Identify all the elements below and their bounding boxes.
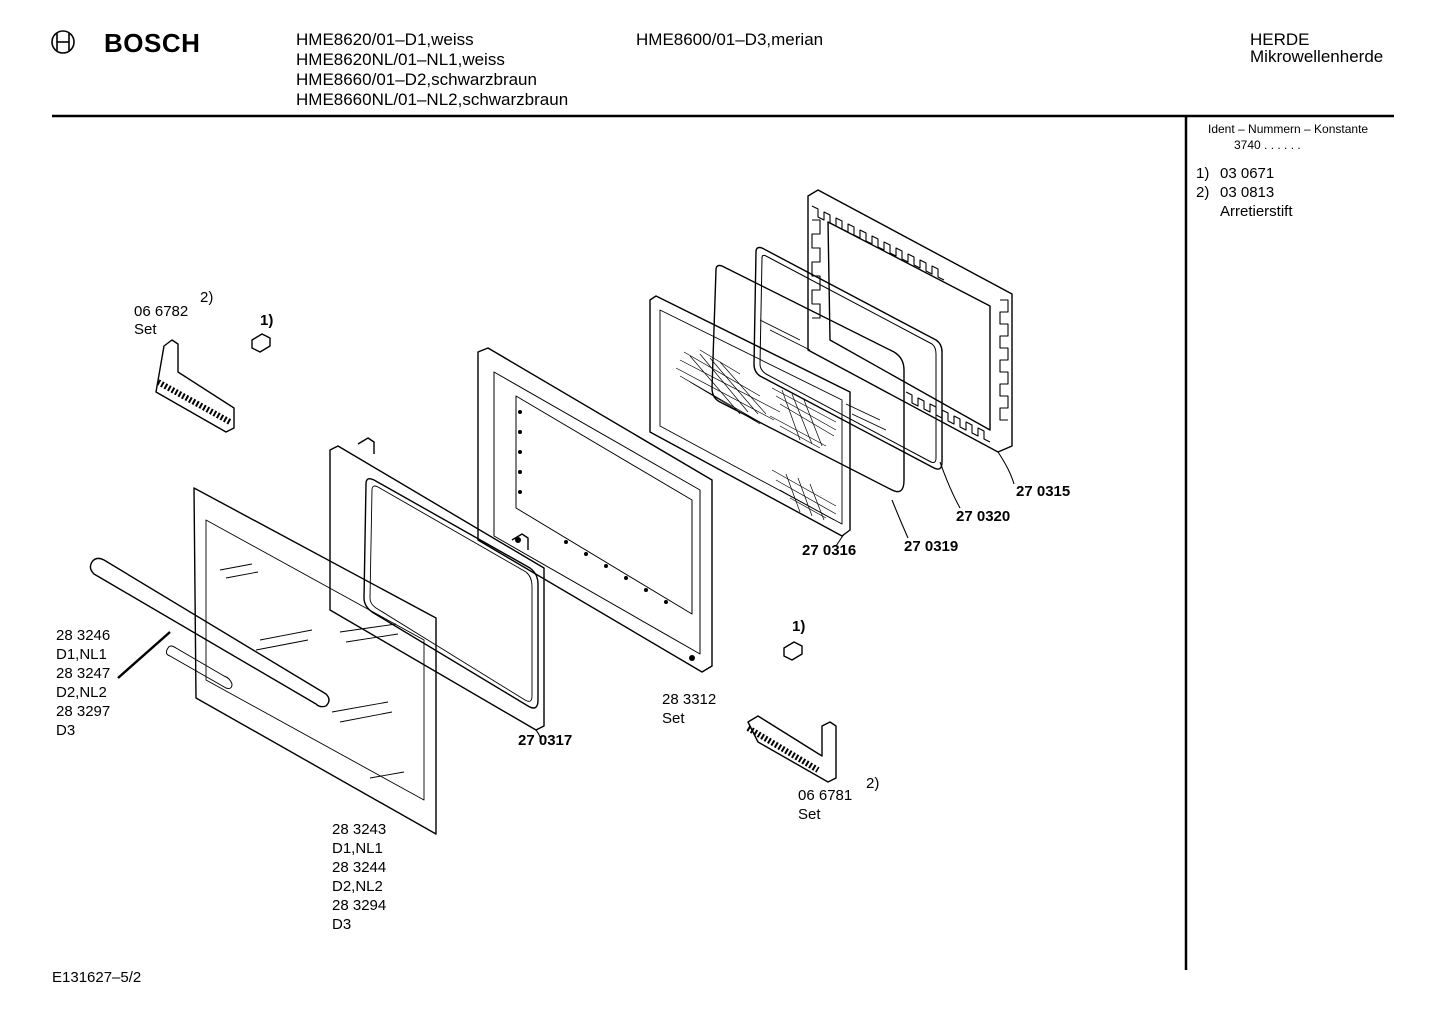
- door-frame-number: 28 3312: [662, 691, 717, 708]
- gasket-frame-number: 27 0317: [518, 732, 573, 749]
- document-code: E131627–5/2: [52, 969, 142, 986]
- seal-ring-part: [753, 246, 943, 470]
- outer-glass-line: 28 3244: [332, 859, 387, 876]
- category-subtitle: Mikrowellenherde: [1250, 47, 1384, 66]
- handle-label: 28 3246 D1,NL1 28 3247 D2,NL2 28 3297 D3: [56, 626, 110, 740]
- right-pin-note: 1): [792, 618, 806, 635]
- outer-glass-part: [193, 487, 437, 835]
- category-block: HERDE Mikrowellenherde: [1250, 30, 1383, 67]
- right-hinge-sub: Set: [798, 806, 821, 823]
- right-hinge-note: 2): [866, 775, 880, 792]
- choke-frame-number: 27 0315: [1016, 483, 1071, 500]
- model-item: HME8600/01–D3,merian: [636, 30, 824, 49]
- outer-glass-line: 28 3243: [332, 821, 387, 838]
- model-item: HME8660/01–D2,schwarzbraun: [296, 70, 537, 89]
- outer-glass-line: D1,NL1: [332, 840, 383, 857]
- mesh-panel-part: [649, 295, 851, 537]
- left-hinge-sub: Set: [134, 321, 157, 338]
- outer-glass-line: D2,NL2: [332, 878, 383, 895]
- handle-part: [89, 557, 330, 708]
- seal-ring-number: 27 0320: [956, 508, 1011, 525]
- glass-panel-part: [711, 264, 905, 493]
- outer-glass-label: 28 3243 D1,NL1 28 3244 D2,NL2 28 3294 D3: [332, 820, 386, 934]
- bosch-armature-icon: [51, 30, 75, 54]
- notes-list: 1)03 0671 2)03 0813 Arretierstift: [1196, 164, 1293, 221]
- left-pin-part: [251, 333, 271, 353]
- handle-line: 28 3246: [56, 627, 111, 644]
- model-item: HME8620NL/01–NL1,weiss: [296, 50, 505, 69]
- handle-line: D1,NL1: [56, 646, 107, 663]
- category-title: HERDE: [1250, 30, 1310, 49]
- note-item: 1)03 0671: [1196, 165, 1275, 182]
- handle-line: D2,NL2: [56, 684, 107, 701]
- outer-glass-line: 28 3294: [332, 897, 387, 914]
- model-list-2: HME8600/01–D3,merian: [636, 30, 823, 50]
- left-hinge-part: [155, 339, 235, 433]
- brand-name: BOSCH: [104, 28, 201, 58]
- left-pin-note: 1): [260, 312, 274, 329]
- outer-glass-line: D3: [332, 916, 352, 933]
- model-list-1: HME8620/01–D1,weiss HME8620NL/01–NL1,wei…: [296, 30, 568, 110]
- handle-line: 28 3247: [56, 665, 111, 682]
- door-frame-sub: Set: [662, 710, 685, 727]
- right-hinge-number: 06 6781: [798, 787, 853, 804]
- model-item: HME8660NL/01–NL2,schwarzbraun: [296, 90, 569, 109]
- gasket-frame-part: [329, 437, 545, 731]
- door-frame-part: [477, 347, 713, 673]
- mesh-panel-number: 27 0316: [802, 542, 857, 559]
- handle-line: 28 3297: [56, 703, 111, 720]
- model-item: HME8620/01–D1,weiss: [296, 30, 474, 49]
- ident-value: 3740 . . . . . .: [1234, 138, 1301, 152]
- note-item: Arretierstift: [1220, 203, 1293, 220]
- left-hinge-number: 06 6782: [134, 303, 189, 320]
- left-hinge-note: 2): [200, 289, 214, 306]
- note-item: 2)03 0813: [1196, 184, 1275, 201]
- choke-frame-part: [807, 189, 1013, 453]
- ident-title: Ident – Nummern – Konstante: [1208, 122, 1369, 136]
- right-hinge-part: [746, 715, 837, 783]
- right-pin-part: [783, 641, 803, 661]
- leader-lines: [535, 451, 1015, 743]
- handle-line: D3: [56, 722, 76, 739]
- glass-panel-number: 27 0319: [904, 538, 959, 555]
